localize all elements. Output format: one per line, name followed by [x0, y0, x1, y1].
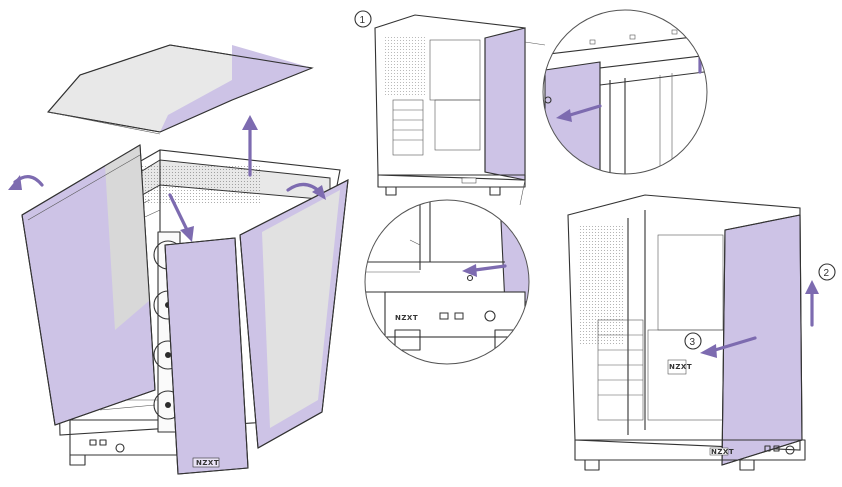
step-1-number: 1: [360, 15, 366, 26]
lift-arrow-top: [693, 28, 707, 42]
detail-circle-bottom: NZXT: [365, 200, 540, 364]
lift-up-arrow: [242, 115, 258, 130]
top-panel: [48, 45, 312, 134]
step-2-number: 2: [824, 268, 830, 279]
case-label-logo: NZXT: [669, 363, 692, 371]
detail-logo: NZXT: [395, 314, 418, 322]
step-2-3-case: NZXT NZXT 2 3: [568, 195, 835, 470]
exploded-case: NZXT: [8, 45, 348, 474]
lift-panel-arrow: [805, 280, 819, 294]
front-panel-logo: NZXT: [196, 459, 219, 467]
step-3-number: 3: [690, 337, 696, 348]
detail-circle-top: [525, 10, 720, 175]
left-side-panel: [22, 145, 155, 425]
step-1-case: 1: [355, 11, 525, 205]
front-panel: NZXT: [165, 238, 248, 474]
case-front-logo: NZXT: [711, 448, 734, 456]
